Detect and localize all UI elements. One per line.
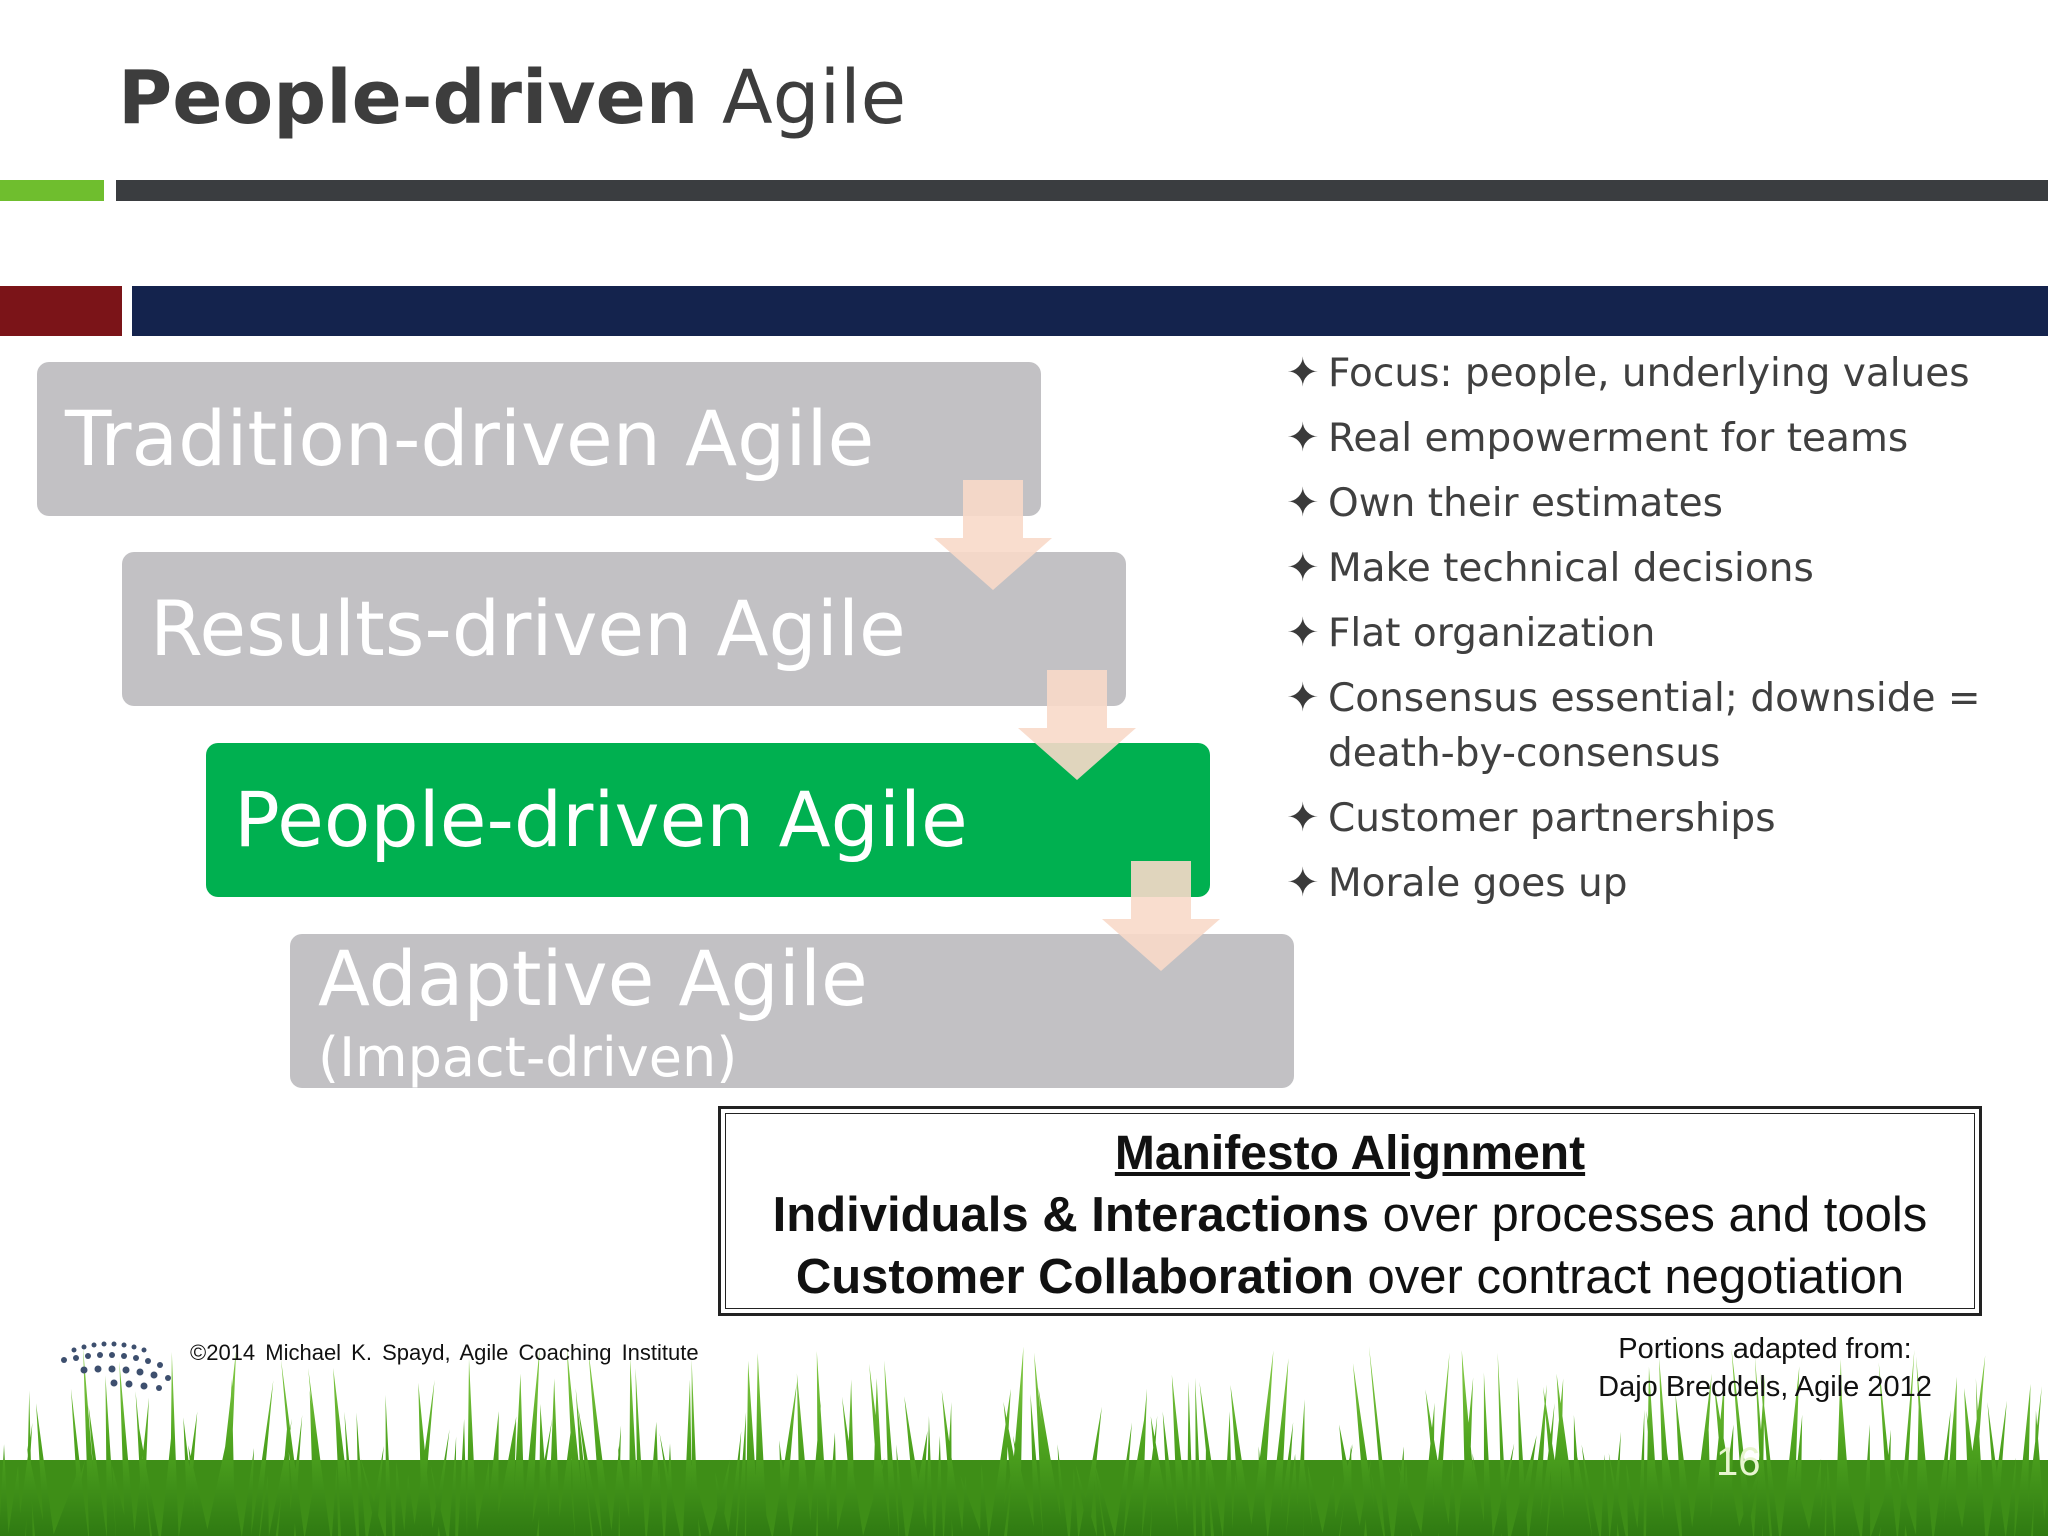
list-item: ✦ Focus: people, underlying values (1286, 346, 2006, 401)
copyright-text: ©2014 Michael K. Spayd, Agile Coaching I… (190, 1340, 699, 1365)
bullet-text: Real empowerment for teams (1328, 416, 1909, 461)
step-results-driven: Results-driven Agile (122, 552, 1126, 706)
step-label: People-driven Agile (234, 775, 968, 864)
attribution-line-2: Dajo Breddels, Agile 2012 (1598, 1371, 1932, 1403)
bullet-text: Flat organization (1328, 611, 1656, 656)
manifesto-line-2-rest: over contract negotiation (1353, 1250, 1905, 1304)
manifesto-line-1-bold: Individuals & Interactions (772, 1188, 1369, 1242)
list-item: ✦ Flat organization (1286, 606, 2006, 661)
manifesto-line-1: Individuals & Interactions over processe… (726, 1184, 1974, 1246)
slide-number: 16 (1716, 1440, 1761, 1484)
attribution: Portions adapted from: Dajo Breddels, Ag… (1560, 1330, 1970, 1406)
bullet-list: ✦ Focus: people, underlying values ✦ Rea… (1286, 346, 2006, 921)
bullet-text: Consensus essential; downside = death-by… (1328, 676, 1981, 776)
bullet-text: Focus: people, underlying values (1328, 351, 1970, 396)
manifesto-line-1-rest: over processes and tools (1368, 1188, 1928, 1242)
star-bullet-icon: ✦ (1286, 350, 1320, 396)
down-arrow-icon (1018, 670, 1136, 780)
star-bullet-icon: ✦ (1286, 480, 1320, 526)
slide-title-rest: Agile (721, 55, 907, 141)
list-item: ✦ Make technical decisions (1286, 541, 2006, 596)
down-arrow-icon (1102, 861, 1220, 971)
manifesto-line-2: Customer Collaboration over contract neg… (726, 1246, 1974, 1308)
bullet-text: Morale goes up (1328, 861, 1628, 906)
bullet-text: Make technical decisions (1328, 546, 1814, 591)
step-label: Tradition-driven Agile (65, 394, 875, 483)
agile-coaching-institute-logo (61, 1341, 171, 1391)
manifesto-alignment-box: Manifesto Alignment Individuals & Intera… (718, 1106, 1982, 1316)
star-bullet-icon: ✦ (1286, 675, 1320, 721)
star-bullet-icon: ✦ (1286, 795, 1320, 841)
slide-title: People-driven Agile (118, 48, 906, 148)
list-item: ✦ Consensus essential; downside = death-… (1286, 671, 2006, 781)
accent-bar-red (0, 286, 122, 336)
star-bullet-icon: ✦ (1286, 610, 1320, 656)
step-label: Results-driven Agile (150, 584, 906, 673)
list-item: ✦ Own their estimates (1286, 476, 2006, 531)
list-item: ✦ Morale goes up (1286, 856, 2006, 911)
accent-bar-green (0, 180, 104, 201)
divider-bar-navy (132, 286, 2048, 336)
star-bullet-icon: ✦ (1286, 415, 1320, 461)
down-arrow-icon (934, 480, 1052, 590)
attribution-line-1: Portions adapted from: (1618, 1333, 1912, 1365)
slide-title-bold: People-driven (118, 55, 699, 141)
star-bullet-icon: ✦ (1286, 545, 1320, 591)
manifesto-line-2-bold: Customer Collaboration (795, 1250, 1354, 1304)
step-adaptive: Adaptive Agile (Impact-driven) (290, 934, 1294, 1089)
step-label: Adaptive Agile (318, 934, 868, 1023)
step-sublabel: (Impact-driven) (318, 1026, 738, 1089)
bullet-text: Own their estimates (1328, 481, 1723, 526)
grass-decoration (0, 1346, 2048, 1536)
list-item: ✦ Real empowerment for teams (1286, 411, 2006, 466)
step-tradition-driven: Tradition-driven Agile (37, 362, 1041, 516)
divider-bar-dark (116, 180, 2048, 201)
list-item: ✦ Customer partnerships (1286, 791, 2006, 846)
bullet-text: Customer partnerships (1328, 796, 1776, 841)
step-people-driven: People-driven Agile (206, 743, 1210, 897)
manifesto-heading: Manifesto Alignment (1114, 1127, 1586, 1180)
star-bullet-icon: ✦ (1286, 860, 1320, 906)
